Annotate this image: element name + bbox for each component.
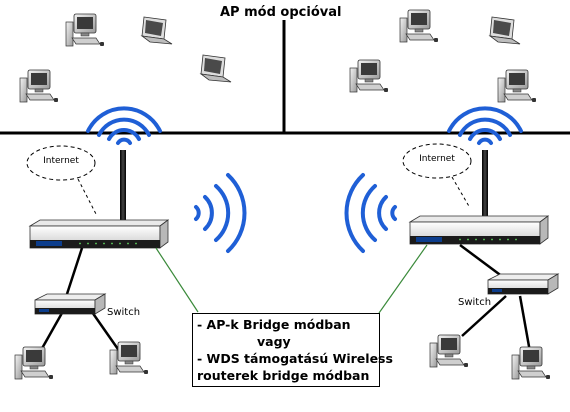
router-left-icon	[29, 219, 169, 249]
internet-cloud-right	[402, 143, 472, 179]
wifi-bridge-right-icon	[344, 173, 397, 253]
wifi-bridge-left-icon	[194, 173, 247, 253]
info-line: vagy	[257, 334, 291, 349]
wifi-signal-icon	[447, 106, 523, 145]
info-line: - WDS támogatású Wireless	[197, 351, 393, 366]
diagram-title: AP mód opcióval	[220, 5, 342, 20]
pc-icon	[497, 69, 537, 103]
info-line: - AP-k Bridge módban	[197, 317, 351, 332]
backbone-lines	[0, 20, 570, 135]
antenna-icon	[120, 150, 126, 222]
router-right-icon	[409, 215, 549, 245]
pc-icon	[511, 346, 551, 380]
internet-label-left: Internet	[43, 156, 79, 166]
pc-icon	[19, 69, 59, 103]
switch-right-icon	[487, 273, 559, 295]
internet-cloud-left	[26, 145, 96, 181]
switch-label-right: Switch	[458, 297, 492, 308]
laptop-icon	[489, 16, 521, 45]
wifi-signal-icon	[86, 106, 162, 145]
antenna-icon	[482, 150, 488, 216]
pc-icon	[65, 13, 105, 47]
link-right	[378, 244, 428, 314]
pc-icon	[349, 59, 389, 93]
info-line: routerek bridge módban	[197, 368, 370, 383]
switch-cables	[38, 243, 532, 353]
info-box: - AP-k Bridge módban vagy - WDS támogatá…	[192, 313, 393, 387]
switch-left-icon	[34, 293, 106, 315]
pc-icon	[14, 346, 54, 380]
pc-icon	[399, 9, 439, 43]
link-left	[155, 247, 199, 313]
switch-label-left: Switch	[107, 307, 141, 318]
internet-label-right: Internet	[419, 154, 455, 164]
pc-icon	[429, 334, 469, 368]
laptop-icon	[141, 16, 173, 45]
laptop-icon	[200, 54, 232, 83]
